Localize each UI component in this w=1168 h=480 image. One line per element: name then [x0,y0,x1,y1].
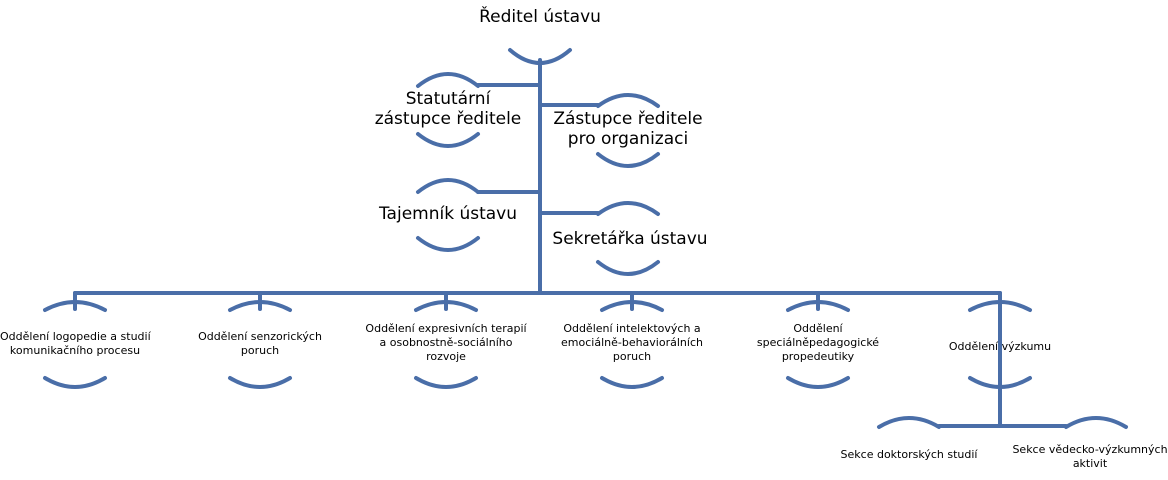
node-deputy-organization: Zástupce ředitele pro organizaci [548,109,708,149]
node-director: Ředitel ústavu [440,7,640,28]
arc-dept-2-top [228,300,292,312]
arc-dept-3-bottom [414,376,478,389]
section-bus [998,381,1068,428]
arc-secretary-general-bottom [416,236,480,252]
node-line: a osobnostně-sociálního [379,335,513,349]
node-line: emociálně-behaviorálních [561,335,703,349]
arc-dept-4-bottom [600,376,664,389]
node-line: Statutární [405,89,491,109]
arc-statutory-top [416,72,480,88]
node-department-propaedeutics: Oddělení speciálněpedagogické propedeuti… [738,322,898,363]
node-line: Oddělení senzorických [198,330,322,343]
arc-secretary-general-top [416,178,480,194]
node-department-research: Oddělení výzkumu [925,340,1075,354]
node-line: Sekce doktorských studií [840,448,978,461]
arc-section-2-top [1064,416,1128,429]
arc-statutory-bottom [416,132,480,148]
arc-dept-6-top [968,300,1032,312]
node-line: zástupce ředitele [374,108,522,129]
node-line: poruch [240,343,280,357]
node-statutory-deputy: Statutární zástupce ředitele [368,89,528,129]
node-line: Oddělení expresivních terapií [365,322,527,335]
arc-root-bottom [508,48,572,65]
node-line: Sekce vědecko-výzkumných [1012,443,1168,456]
node-line: Sekretářka ústavu [552,229,708,249]
node-line: Oddělení výzkumu [948,340,1052,353]
node-secretary-general: Tajemník ústavu [358,204,538,225]
arc-secretary-bottom [596,260,660,276]
node-line: Oddělení [793,322,843,335]
arc-dept-5-top [786,300,850,312]
arc-dept-2-bottom [228,376,292,389]
node-line: Oddělení logopedie a studií [0,330,151,343]
node-section-doctoral: Sekce doktorských studií [829,448,989,462]
node-department-expressive: Oddělení expresivních terapií a osobnost… [361,322,531,363]
node-line: rozvoje [426,349,466,363]
arc-deputy-top [596,93,660,108]
node-department-speech: Oddělení logopedie a studií komunikačníh… [0,330,151,358]
node-line: pro organizaci [567,128,689,149]
node-line: poruch [612,349,652,363]
arc-dept-3-top [414,300,478,312]
arc-dept-5-bottom [786,376,850,389]
node-section-research-activities: Sekce vědecko-výzkumných aktivit [1012,443,1168,471]
node-line: Tajemník ústavu [378,204,518,224]
arc-dept-4-top [600,300,664,312]
node-line: komunikačního procesu [9,343,141,357]
arc-section-1-top [877,416,941,429]
arc-deputy-bottom [596,152,660,168]
arc-dept-1-bottom [43,376,107,389]
arc-secretary-top [596,201,660,216]
node-line: speciálněpedagogické [756,335,880,349]
arc-dept-6-bottom [968,376,1032,389]
node-line: aktivit [1072,456,1108,470]
node-director-label: Ředitel ústavu [479,7,601,27]
node-department-intellectual: Oddělení intelektových a emociálně-behav… [547,322,717,363]
node-secretary: Sekretářka ústavu [540,229,720,250]
arc-dept-1-top [43,300,107,312]
node-line: propedeutiky [781,349,855,363]
node-department-sensory: Oddělení senzorických poruch [185,330,335,358]
node-line: Oddělení intelektových a [563,322,701,335]
node-line: Zástupce ředitele [553,109,703,129]
